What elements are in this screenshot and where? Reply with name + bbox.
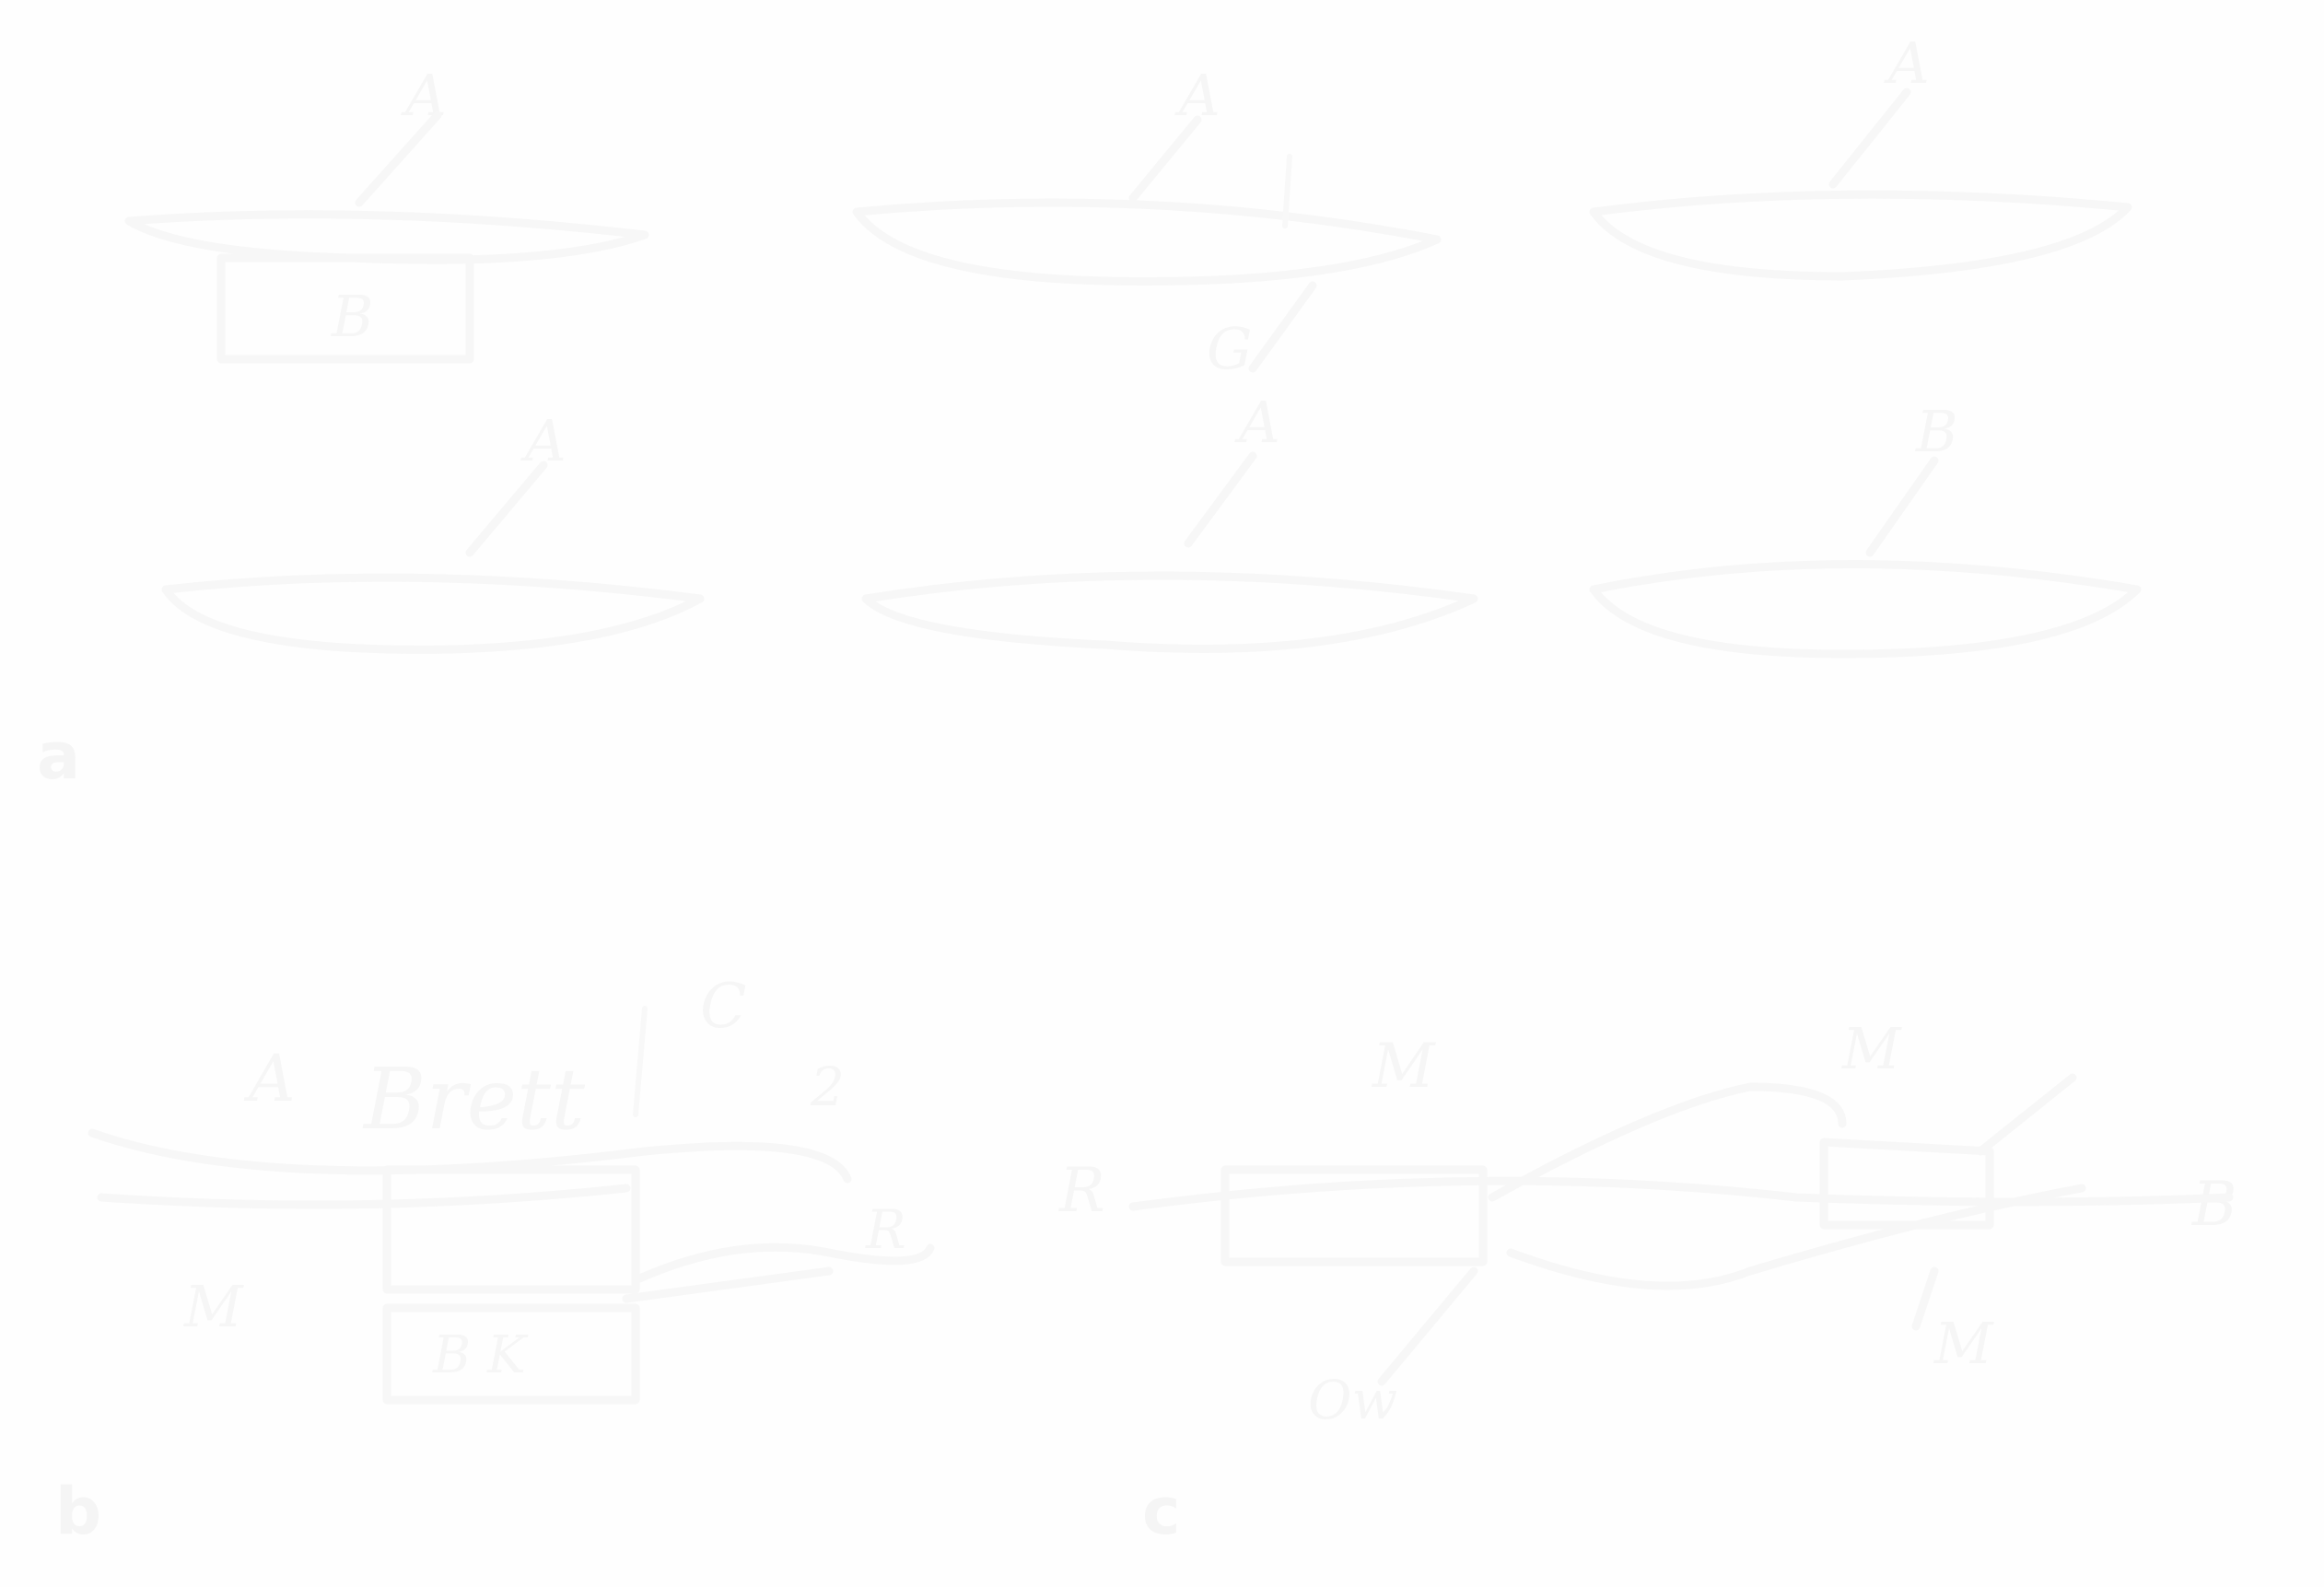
panel-a-apex-line-4: [1828, 88, 1911, 189]
panel-a-motif-4: A: [161, 407, 705, 654]
panel-c-right-block: [1819, 1138, 1994, 1230]
panel-a-apex-label-3: A: [1884, 29, 1930, 97]
panel-a-apex-line-2: [1128, 115, 1202, 203]
panel-a-platform-2: [852, 198, 1442, 286]
panel-b-curve-right: [631, 1243, 935, 1285]
panel-a-apex-line-5: [465, 461, 548, 557]
panel-a-apex-label-5: B: [1915, 398, 1958, 465]
panel-a-platform-5: [161, 573, 705, 654]
panel-c-left-block: [1220, 1165, 1488, 1266]
panel-c-main-line: [1128, 1176, 2234, 1211]
panel-a-tick-2: [1282, 154, 1292, 228]
panel-a-box-1: [216, 253, 474, 364]
panel-a-connector-2: [1248, 281, 1317, 373]
panel-label-c: c: [1142, 1474, 1181, 1549]
panel-b-box-letters: B K: [432, 1325, 529, 1385]
panel-b-spine: [633, 1006, 648, 1117]
panel-c-motif: M R B M M Ow: [1058, 1015, 2237, 1431]
panel-b-wing-lower: [97, 1184, 631, 1209]
panel-a-motif-2: A G A: [852, 62, 1478, 653]
panel-a-box-label: B: [331, 283, 374, 350]
panel-c-upper-curve: [1488, 1082, 1847, 1202]
panel-b-word: Brett: [362, 1050, 586, 1149]
panel-b-motif: A Brett C 2 R M B K: [88, 971, 935, 1405]
panel-c-up-line: [1976, 1073, 2077, 1156]
panel-a-apex-line-6: [1865, 456, 1939, 557]
panel-b-wing-upper: [88, 1128, 852, 1184]
panel-b-top-right: C: [700, 971, 747, 1042]
panel-a-apex-line-1: [355, 111, 442, 207]
panel-label-b: b: [55, 1474, 101, 1549]
panel-c-down-line: [1377, 1266, 1478, 1386]
panel-a-motif-3: A: [1589, 29, 2132, 281]
panel-c-right-top: M: [1841, 1015, 1902, 1082]
panel-a-platform-6: [1589, 560, 2142, 659]
panel-c-bottom-right: M: [1933, 1310, 1994, 1377]
panel-b-bottom-left: M: [183, 1273, 244, 1340]
panel-b-side-1: 2: [810, 1056, 845, 1118]
panel-a-gap-label: G: [1207, 315, 1253, 382]
panel-label-a: a: [37, 718, 80, 794]
panel-b-side-2: R: [865, 1198, 906, 1261]
panel-a-platform-4: [1589, 190, 2132, 281]
panel-b-box-lower: [382, 1303, 640, 1405]
panel-c-lower-curve: [1506, 1184, 2086, 1290]
panel-c-tail-line: [1911, 1266, 1939, 1331]
panel-c-left-side: R: [1058, 1155, 1105, 1226]
panel-b-connector: [622, 1266, 834, 1303]
panel-a-apex-line-3: [1184, 451, 1257, 548]
panel-c-top-left: M: [1372, 1031, 1436, 1102]
panel-a-motif-5: B: [1589, 398, 2142, 659]
panel-b-box-upper: [382, 1165, 640, 1294]
panel-a-platform-1: [124, 210, 649, 264]
panel-a-platform-3: [861, 571, 1478, 653]
panel-c-right-side: B: [2191, 1169, 2237, 1240]
panel-a-second-label: A: [1234, 389, 1280, 456]
panel-b-left-letter: A: [243, 1041, 296, 1116]
panel-a-motif-1: A B: [124, 62, 649, 364]
